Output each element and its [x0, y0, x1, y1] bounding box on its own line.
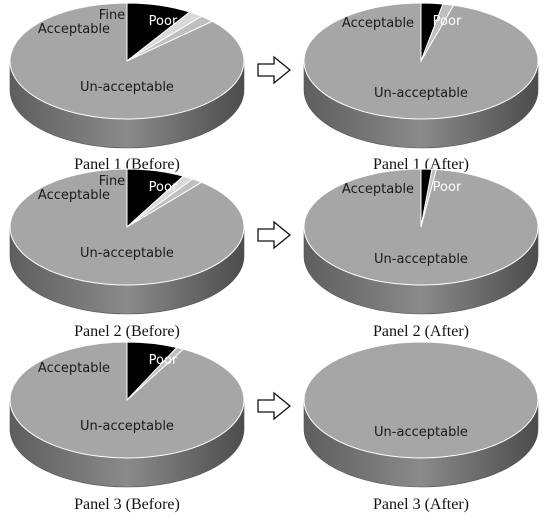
- pie-slice-un-acceptable: [303, 2, 539, 120]
- pie-slice-un-acceptable: [9, 168, 245, 286]
- right-arrow-icon: [257, 55, 292, 85]
- pie-label-acceptable: Acceptable: [342, 182, 414, 197]
- pie-label-un-acceptable: Un-acceptable: [80, 80, 174, 95]
- pie-label-poor: Poor: [149, 14, 178, 29]
- pie-label-poor: Poor: [149, 180, 178, 195]
- panel-caption: Panel 2 (After): [373, 323, 469, 340]
- panel-caption: Panel 3 (Before): [74, 496, 180, 513]
- pie-label-acceptable: Acceptable: [38, 361, 110, 376]
- pie-label-un-acceptable: Un-acceptable: [374, 86, 468, 101]
- pie-slice-un-acceptable: [303, 168, 539, 286]
- pie-slice-un-acceptable: [9, 341, 245, 459]
- pie-slice-un-acceptable: [9, 2, 245, 120]
- pie-label-fine: Fine: [99, 8, 125, 23]
- right-arrow-icon: [257, 391, 292, 421]
- pie-label-un-acceptable: Un-acceptable: [80, 246, 174, 261]
- pie-label-acceptable: Acceptable: [38, 188, 110, 203]
- pie-slice-un-acceptable: [303, 341, 539, 459]
- pie-label-un-acceptable: Un-acceptable: [374, 252, 468, 267]
- pie-label-poor: Poor: [433, 14, 462, 29]
- right-arrow-icon: [257, 220, 292, 250]
- panel-caption: Panel 1 (Before): [74, 156, 180, 173]
- panel-caption: Panel 2 (Before): [74, 323, 180, 340]
- pie-label-acceptable: Acceptable: [342, 16, 414, 31]
- pie-label-un-acceptable: Un-acceptable: [80, 419, 174, 434]
- panel-caption: Panel 3 (After): [373, 496, 469, 513]
- pie-label-poor: Poor: [149, 353, 178, 368]
- pie-label-un-acceptable: Un-acceptable: [374, 425, 468, 440]
- panel-caption: Panel 1 (After): [373, 156, 469, 173]
- pie-label-fine: Fine: [99, 174, 125, 189]
- pie-label-poor: Poor: [433, 180, 462, 195]
- pie-label-acceptable: Acceptable: [38, 22, 110, 37]
